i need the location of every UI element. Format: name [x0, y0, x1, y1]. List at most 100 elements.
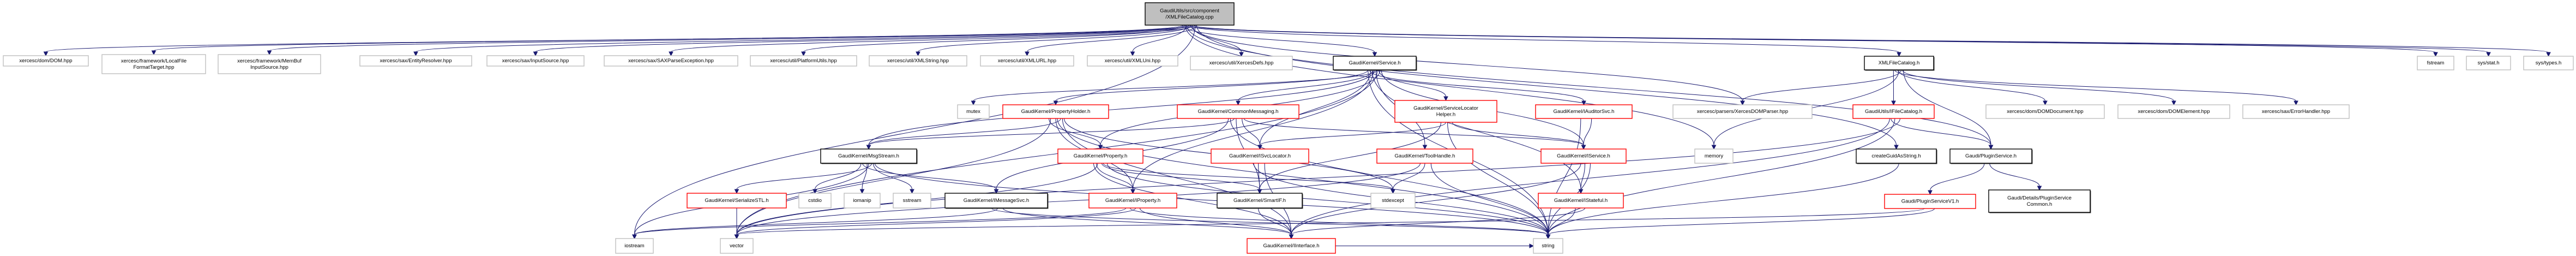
edge-line — [634, 207, 998, 235]
edge-ifilecatalog-to-vector — [734, 118, 1900, 240]
edge-line — [634, 207, 1127, 235]
arrowhead — [1545, 234, 1551, 240]
node-string[interactable]: string — [1533, 238, 1563, 254]
node-box — [687, 193, 787, 209]
edge-line — [1242, 118, 1260, 146]
node-box — [2117, 104, 2230, 119]
edge-line — [1049, 118, 1101, 146]
edge-xmlfilecatalog_h-to-domdocument — [1897, 69, 2048, 106]
node-vector[interactable]: vector — [720, 238, 754, 254]
edge-line — [1193, 25, 2436, 53]
edge-root-to-sysstat — [1183, 25, 2491, 57]
arrowhead — [1578, 189, 1584, 194]
edge-line — [1057, 118, 1549, 235]
arrowhead — [413, 51, 418, 57]
node-domdocument[interactable]: xercesc/dom/DOMDocument.hpp — [1985, 104, 2105, 119]
node-localfile[interactable]: xercesc/framework/LocalFileFormatTarget.… — [101, 54, 206, 74]
node-memory[interactable]: memory — [1694, 148, 1734, 164]
node-saxparse[interactable]: xercesc/sax/SAXParseException.hpp — [604, 55, 738, 67]
node-label: xercesc/util/XMLUni.hpp — [1105, 58, 1160, 64]
edge-toolhandle-to-vector — [734, 163, 1421, 240]
node-xercesdomparser[interactable]: xercesc/parsers/XercesDOMParser.hpp — [1672, 104, 1813, 119]
node-pluginservice[interactable]: Gaudi/PluginService.h — [1949, 148, 2033, 164]
arrowhead — [2037, 186, 2042, 191]
node-toolhandle[interactable]: GaudiKernel/ToolHandle.h — [1376, 148, 1473, 164]
node-stdexcept[interactable]: stdexcept — [1370, 193, 1416, 209]
node-xercesdefs[interactable]: xercesc/util/XercesDefs.hpp — [1190, 56, 1293, 70]
node-label: GaudiKernel/CommonMessaging.h — [1198, 109, 1279, 115]
node-xmlurl[interactable]: xercesc/util/XMLURL.hpp — [980, 55, 1074, 67]
node-inputsource[interactable]: xercesc/sax/InputSource.hpp — [486, 55, 585, 67]
node-label: xercesc/sax/EntityResolver.hpp — [380, 58, 452, 64]
node-iinterface[interactable]: GaudiKernel/IInterface.h — [1247, 238, 1336, 254]
node-domelement[interactable]: xercesc/dom/DOMElement.hpp — [2117, 104, 2230, 119]
node-property[interactable]: GaudiKernel/Property.h — [1057, 148, 1143, 164]
node-label: xercesc/sax/ErrorHandler.hpp — [2262, 109, 2330, 115]
node-mutex[interactable]: mutex — [957, 104, 990, 119]
node-smartif[interactable]: GaudiKernel/SmartIF.h — [1217, 193, 1303, 209]
edge-root-to-platformutils — [801, 25, 1186, 57]
edge-xmlfilecatalog_h-to-errorhandler — [1894, 69, 2298, 106]
node-serializestl[interactable]: GaudiKernel/SerializeSTL.h — [687, 193, 787, 209]
edge-ifilecatalog-to-string — [1545, 118, 1895, 240]
node-label: Helper.h — [1436, 111, 1455, 117]
node-msgstream[interactable]: GaudiKernel/MsgStream.h — [820, 148, 918, 164]
node-service[interactable]: GaudiKernel/Service.h — [1333, 56, 1417, 71]
node-box — [1394, 100, 1497, 123]
edge-line — [736, 208, 1925, 235]
edge-property-to-smartif — [1102, 163, 1262, 194]
node-platformutils[interactable]: xercesc/util/PlatformUtils.hpp — [750, 55, 857, 67]
node-sysstat[interactable]: sys/stat.h — [2466, 56, 2511, 70]
edge-line — [815, 163, 862, 190]
edge-line — [868, 118, 1061, 146]
node-createguid[interactable]: createGuidAsString.h — [1856, 148, 1937, 164]
node-ifilecatalog[interactable]: GaudiUtils/IFileCatalog.h — [1852, 104, 1935, 119]
node-label: sys/stat.h — [2477, 60, 2499, 66]
node-label: sys/types.h — [2536, 60, 2562, 66]
node-sstream[interactable]: sstream — [893, 193, 931, 209]
node-errorhandler[interactable]: xercesc/sax/ErrorHandler.hpp — [2242, 104, 2350, 119]
node-label: string — [1542, 243, 1554, 249]
node-box — [1211, 148, 1309, 164]
node-iproperty[interactable]: GaudiKernel/IProperty.h — [1088, 193, 1177, 209]
node-entityresolver[interactable]: xercesc/sax/EntityResolver.hpp — [359, 55, 472, 67]
edge-ifilecatalog-to-pluginservice — [1891, 118, 1994, 150]
node-xmlstring[interactable]: xercesc/util/XMLString.hpp — [869, 55, 967, 67]
edge-line — [1903, 69, 1991, 146]
edge-line — [45, 25, 1183, 52]
node-fstream[interactable]: fstream — [2417, 56, 2454, 70]
arrowhead — [1257, 145, 1262, 150]
node-propertyholder[interactable]: GaudiKernel/PropertyHolder.h — [1002, 104, 1109, 119]
node-box — [1533, 238, 1563, 254]
node-xmlfilecatalog-h[interactable]: XMLFileCatalog.h — [1864, 56, 1935, 71]
edge-iinterface-to-string — [1335, 243, 1534, 248]
node-root[interactable]: GaudiUtils/src/component/XMLFileCatalog.… — [1145, 2, 1235, 26]
node-box — [980, 55, 1074, 67]
edge-line — [1260, 122, 1446, 146]
node-commonmessaging[interactable]: GaudiKernel/CommonMessaging.h — [1177, 104, 1299, 119]
edge-iservice-to-istateful — [1578, 163, 1585, 194]
node-dom[interactable]: xercesc/dom/DOM.hpp — [3, 55, 89, 67]
node-isvclocator[interactable]: GaudiKernel/ISvcLocator.h — [1211, 148, 1309, 164]
node-xmluni[interactable]: xercesc/util/XMLUni.hpp — [1087, 55, 1178, 67]
node-pluginservicev1[interactable]: Gaudi/PluginServiceV1.h — [1884, 194, 1976, 209]
node-imessagesvc[interactable]: GaudiKernel/IMessageSvc.h — [944, 193, 1049, 209]
node-iauditorsvc[interactable]: GaudiKernel/IAuditorSvc.h — [1535, 104, 1633, 119]
node-box — [2466, 56, 2511, 70]
edge-iproperty-to-string — [1129, 207, 1551, 240]
arrowhead — [1289, 234, 1294, 240]
node-iservice[interactable]: GaudiKernel/IService.h — [1540, 148, 1627, 164]
edge-line — [1096, 163, 1133, 190]
node-iomanip[interactable]: iomanip — [844, 193, 881, 209]
node-systypes[interactable]: sys/types.h — [2523, 56, 2574, 70]
arrowhead — [2043, 100, 2048, 106]
node-box — [944, 193, 1048, 209]
node-cstdio[interactable]: cstdio — [798, 193, 832, 209]
node-iostream[interactable]: iostream — [615, 238, 654, 254]
node-istateful[interactable]: GaudiKernel/IStateful.h — [1538, 193, 1624, 209]
edge-line — [1139, 207, 1292, 235]
